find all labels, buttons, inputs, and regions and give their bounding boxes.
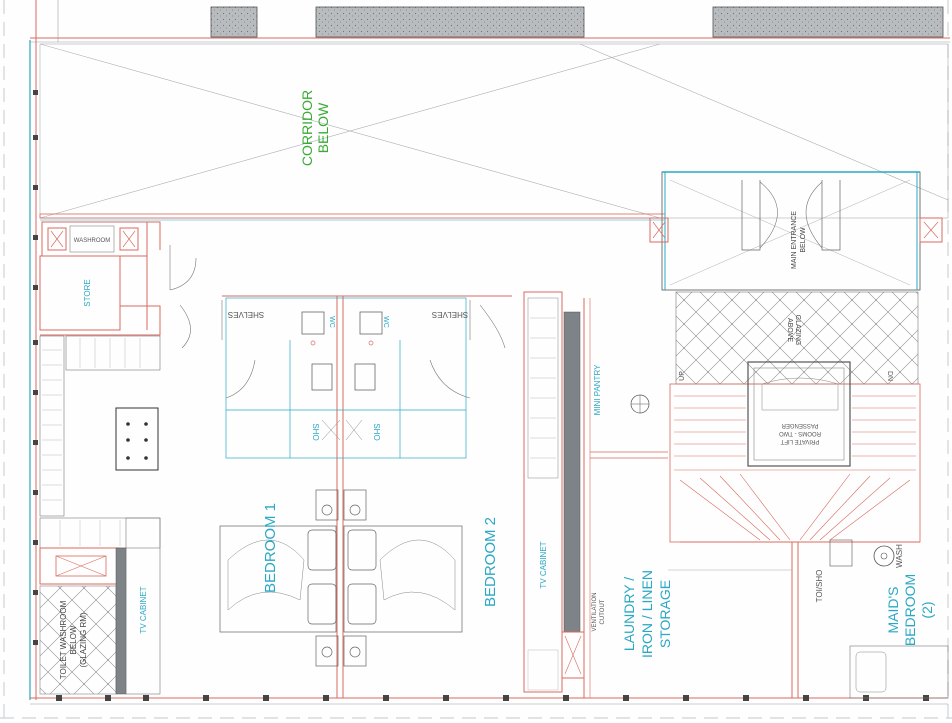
sho-label-right: SHO xyxy=(372,423,381,440)
maids-line2: BEDROOM xyxy=(902,574,918,646)
toilet-washroom-block xyxy=(39,517,161,695)
glazing-line2: ABOVE xyxy=(786,318,793,342)
tv-cabinet-text-right: TV CABINET xyxy=(539,541,548,588)
maids-area xyxy=(668,539,949,699)
glazing-above-label: GLAZING ABOVE xyxy=(786,315,801,346)
glazing-area xyxy=(675,291,919,385)
sho-text-right: SHO xyxy=(372,423,381,440)
top-wall xyxy=(30,0,950,43)
stair-lift xyxy=(669,361,921,543)
shelves-label-left: SHELVES xyxy=(228,310,264,319)
store-text: STORE xyxy=(83,279,92,306)
wc-text-left: WC xyxy=(328,316,335,328)
left-wall xyxy=(29,40,38,700)
corridor-label-line1: CORRIDOR xyxy=(299,90,315,166)
up-text: UP xyxy=(679,371,686,381)
tv-cabinet-text-left: TV CABINET xyxy=(139,586,148,633)
bathroom-fixtures xyxy=(225,297,471,459)
toilet-washroom-line2: BELOW xyxy=(69,625,78,654)
main-entrance-label-line1: MAIN ENTRANCE xyxy=(791,211,798,269)
kitchen-counter xyxy=(39,335,161,549)
store-label: STORE xyxy=(83,279,92,306)
bedroom-partitions xyxy=(179,295,512,698)
main-entrance-label: MAIN ENTRANCE BELOW xyxy=(791,211,807,269)
shelves-text-right: SHELVES xyxy=(432,310,468,319)
main-entrance-label-line2: BELOW xyxy=(800,227,807,253)
laundry-line2: IRON / LINEN xyxy=(639,570,655,658)
sho-label-left: SHO xyxy=(311,423,320,440)
ventilation-line2: CUTOUT xyxy=(600,599,606,624)
corridor-label: CORRIDOR BELOW xyxy=(299,90,331,166)
bedroom1-text: BEDROOM 1 xyxy=(262,503,279,593)
pantry-column xyxy=(523,291,668,698)
wc-text-right: WC xyxy=(382,316,389,328)
corridor-label-line2: BELOW xyxy=(315,102,331,153)
beds xyxy=(219,489,463,667)
main-entrance xyxy=(649,171,943,291)
bedroom2-text: BEDROOM 2 xyxy=(482,517,499,607)
toilet-washroom-label: TOILET WASHROOM BELOW (GLAZING RM) xyxy=(59,600,88,679)
maids-bedroom-label: MAID'S BEDROOM (2) xyxy=(885,574,935,646)
shelves-label-right: SHELVES xyxy=(432,310,468,319)
ventilation-cutout-label: VENTILATION CUTOUT xyxy=(592,593,606,632)
bottom-wall xyxy=(30,695,948,705)
lift-line1: PRIVATE LIFT xyxy=(780,438,819,444)
wc-label-right: WC xyxy=(382,316,389,328)
wash-text: WASH xyxy=(895,544,904,568)
toilet-washroom-line1: TOILET WASHROOM xyxy=(59,600,68,679)
tv-cabinet-label-right: TV CABINET xyxy=(539,541,548,588)
wc-label-left: WC xyxy=(328,316,335,328)
mini-pantry-label: MINI PANTRY xyxy=(593,364,602,415)
toi-sho-label: TOI/SHO xyxy=(815,570,824,603)
shelves-text-left: SHELVES xyxy=(228,310,264,319)
store-room xyxy=(39,221,197,336)
ventilation-line1: VENTILATION xyxy=(592,593,598,632)
laundry-line1: LAUNDRY / xyxy=(621,577,637,651)
bedroom2-label: BEDROOM 2 xyxy=(482,517,499,607)
dn-text: DN xyxy=(886,371,893,381)
laundry-label: LAUNDRY / IRON / LINEN STORAGE xyxy=(621,570,673,658)
lift-label: PRIVATE LIFT ROOMS - TWO PASSENGER xyxy=(779,422,821,444)
upper-room-wall xyxy=(39,213,666,221)
up-label: UP xyxy=(679,371,686,381)
laundry-line3: STORAGE xyxy=(657,580,673,648)
bedroom1-label: BEDROOM 1 xyxy=(262,503,279,593)
toi-sho-text: TOI/SHO xyxy=(815,570,824,603)
toilet-washroom-line3: (GLAZING RM) xyxy=(79,612,88,667)
tv-cabinet-label-left: TV CABINET xyxy=(139,586,148,633)
dn-label: DN xyxy=(886,371,893,381)
corridor-void xyxy=(39,43,949,219)
maids-line3: (2) xyxy=(919,601,935,618)
wash-label: WASH xyxy=(895,544,904,568)
sho-text-left: SHO xyxy=(311,423,320,440)
lift-line3: PASSENGER xyxy=(781,422,819,428)
maids-line1: MAID'S xyxy=(885,586,901,633)
mini-pantry-text: MINI PANTRY xyxy=(593,364,602,415)
glazing-line1: GLAZING xyxy=(794,315,801,346)
lift-line2: ROOMS - TWO xyxy=(779,430,821,436)
washroom-top-text: WASHROOM xyxy=(74,238,110,244)
